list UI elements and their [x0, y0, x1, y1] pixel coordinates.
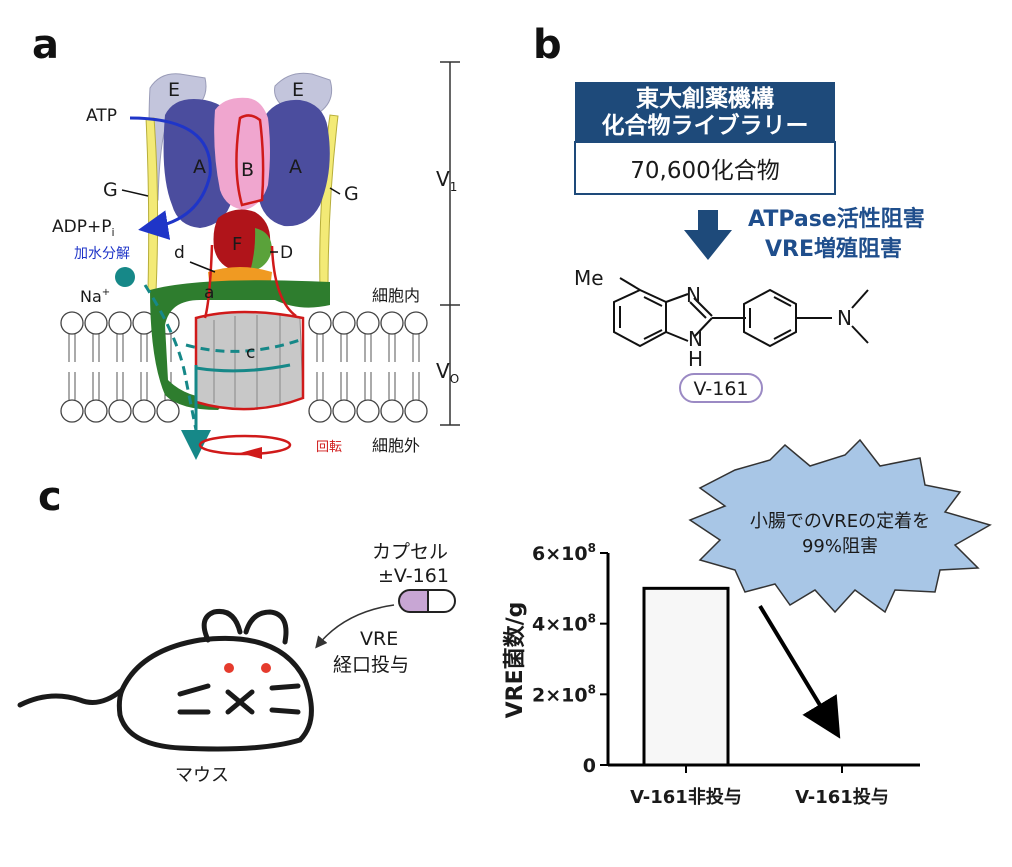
- compound-badge: [679, 373, 763, 403]
- panel-a-label: a: [32, 22, 59, 68]
- label-g-left: G: [103, 179, 118, 201]
- v-atpase-complex: [115, 72, 339, 460]
- lipid-head: [132, 399, 156, 423]
- bar-chart: 0 2×108 4×108 6×108 V-161非投与 V-161投与 VRE菌数/g: [502, 541, 920, 808]
- library-box-header: [575, 82, 835, 142]
- central-stalk-outline: [235, 114, 265, 207]
- x-tick-label: V-161非投与: [630, 786, 742, 808]
- lipid-head: [332, 399, 356, 423]
- label-b: B: [241, 159, 254, 181]
- mouse-label: マウス: [175, 765, 229, 786]
- rotor-outline: [194, 310, 305, 411]
- y-tick-label: 6×108: [532, 541, 596, 565]
- sodium-ion: [115, 267, 135, 287]
- lipid-head: [404, 311, 428, 335]
- label-d: d: [174, 243, 185, 263]
- capsule-text-2: ±V-161: [378, 565, 449, 587]
- screening-arrow: [684, 210, 732, 260]
- library-title-1: 東大創薬機構: [636, 86, 774, 112]
- route-text-1: VRE: [360, 628, 398, 650]
- bar: [642, 586, 730, 767]
- lipid-head: [332, 311, 356, 335]
- result-burst: [688, 438, 992, 614]
- lipid-head: [356, 399, 380, 423]
- label-v1: V1: [436, 167, 457, 194]
- label-c: c: [246, 343, 255, 363]
- label-atp: ATP: [86, 106, 117, 126]
- label-rotation: 回転: [316, 440, 342, 455]
- label-a-right: A: [289, 156, 302, 178]
- lipid-head: [84, 311, 108, 335]
- compound-name: V-161: [693, 378, 748, 400]
- label-a-left: A: [193, 156, 206, 178]
- chart-y-axis-label: VRE菌数/g: [502, 602, 528, 719]
- x-tick-label: V-161投与: [795, 786, 889, 808]
- rotation-arrow: [198, 434, 292, 456]
- label-extracellular: 細胞外: [372, 436, 420, 455]
- lipid-head: [356, 311, 380, 335]
- subunit-b: [214, 97, 270, 210]
- subunit-g-left: [145, 117, 159, 293]
- label-a-membrane: a: [204, 283, 214, 303]
- library-count: 70,600化合物: [630, 158, 779, 184]
- lipid-head: [380, 311, 404, 335]
- y-tick-label: 2×108: [532, 682, 596, 706]
- y-tick-label: 4×108: [532, 612, 596, 636]
- decrease-arrow: [758, 604, 841, 739]
- label-intracellular: 細胞内: [372, 286, 420, 305]
- y-tick-label: 0: [583, 755, 596, 777]
- v-domain-bracket: [440, 61, 460, 426]
- lipid-head: [108, 399, 132, 423]
- label-e-right: E: [292, 79, 304, 101]
- lipid-head: [308, 311, 332, 335]
- label-vo: VO: [436, 359, 459, 386]
- h-atom-label: H: [688, 347, 703, 371]
- atp-hydrolysis-arrow: [129, 116, 212, 240]
- route-text-2: 経口投与: [333, 654, 409, 676]
- lipid-head: [60, 311, 84, 335]
- label-g-right: G: [344, 183, 359, 205]
- label-sodium: Na+: [80, 287, 110, 306]
- panel-b-label: b: [533, 22, 562, 68]
- lipid-head: [60, 399, 84, 423]
- lipid-head: [156, 399, 180, 423]
- membrane-bilayer: [60, 311, 428, 423]
- mouse-eye-right: [261, 663, 271, 673]
- burst-text-1: 小腸でのVREの定着を: [750, 511, 930, 532]
- subunit-a-membrane: [150, 280, 330, 410]
- burst-text-2: 99%阻害: [802, 536, 878, 557]
- capsule-icon: [398, 589, 456, 613]
- n-atom-label: N: [686, 283, 701, 307]
- screen-step-2: VRE増殖阻害: [765, 236, 902, 262]
- dimethylamino-n-label: N: [837, 306, 852, 330]
- screen-step-1: ATPase活性阻害: [748, 206, 925, 232]
- lipid-head: [404, 399, 428, 423]
- lipid-head: [308, 399, 332, 423]
- label-f: F: [232, 234, 242, 255]
- lipid-head: [108, 311, 132, 335]
- mouse-eye-left: [224, 663, 234, 673]
- library-box-body: [574, 141, 836, 195]
- methyl-label: Me: [574, 266, 604, 290]
- panel-c-label: c: [38, 474, 62, 520]
- subunit-a-right: [255, 99, 330, 227]
- v161-structure: [613, 277, 869, 348]
- capsule-text-1: カプセル: [372, 541, 448, 563]
- lipid-head: [380, 399, 404, 423]
- dosing-arrow: [315, 604, 395, 649]
- nh-atom-label: N: [688, 327, 703, 351]
- subunit-d-large: [250, 228, 272, 272]
- library-title-2: 化合物ライブラリー: [602, 112, 809, 139]
- sodium-path: [143, 284, 198, 431]
- lipid-head: [84, 399, 108, 423]
- mouse-illustration: [17, 608, 314, 752]
- label-hydrolysis: 加水分解: [74, 246, 130, 262]
- label-e-left: E: [168, 79, 180, 101]
- label-d-large: D: [280, 243, 293, 263]
- label-adp-pi: ADP+Pi: [52, 217, 115, 239]
